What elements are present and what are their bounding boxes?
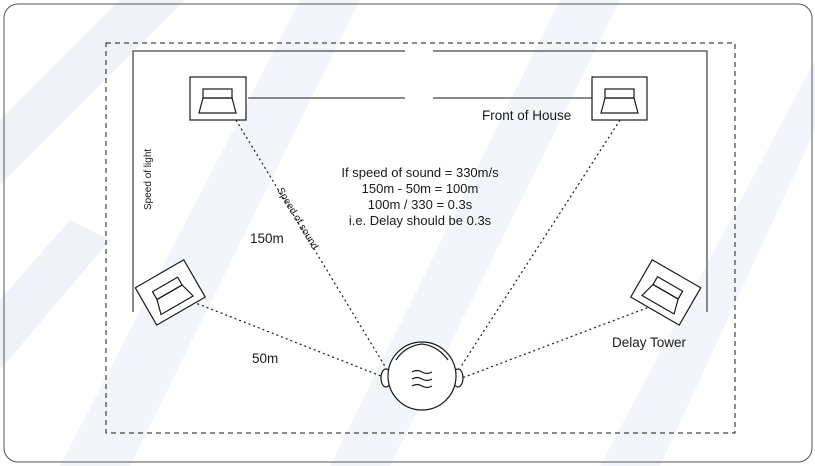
calculation-block: If speed of sound = 330m/s 150m - 50m = … [341, 165, 499, 228]
path-main-left [235, 119, 387, 369]
path-delay-left [187, 299, 387, 379]
speaker-main-left-icon [189, 76, 247, 121]
calc-line-3: 100m / 330 = 0.3s [368, 197, 473, 212]
calc-line-2: 150m - 50m = 100m [362, 181, 479, 196]
path-delay-right [461, 305, 653, 379]
stage-outline [132, 50, 708, 312]
outer-frame [3, 3, 813, 463]
calc-line-1: If speed of sound = 330m/s [341, 165, 499, 180]
speaker-delay-right-icon [629, 258, 702, 326]
label-delay-tower: Delay Tower [612, 335, 687, 350]
speaker-main-right-icon [591, 76, 648, 121]
venue-boundary [105, 42, 736, 434]
listener-head-icon [380, 341, 464, 411]
label-distance-50m: 50m [252, 351, 278, 366]
calc-line-4: i.e. Delay should be 0.3s [349, 213, 492, 228]
label-front-of-house: Front of House [482, 108, 571, 123]
sound-paths [187, 119, 653, 379]
path-main-right [459, 119, 621, 369]
label-speed-of-light: Speed of light [143, 149, 154, 210]
speaker-delay-left-icon [134, 258, 207, 326]
label-distance-150m: 150m [250, 231, 284, 246]
